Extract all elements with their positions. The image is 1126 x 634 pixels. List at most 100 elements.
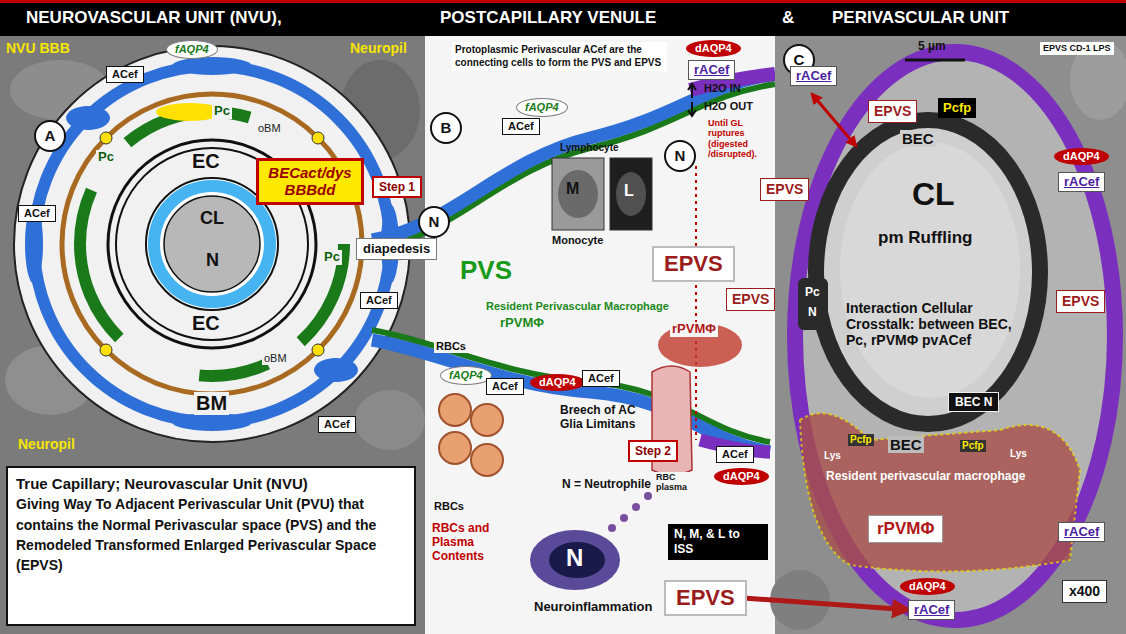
node-text: EPVS [676, 585, 735, 611]
aquaporin-oval: dAQP4 [900, 578, 955, 595]
endothelium-label: EC [192, 312, 220, 335]
node-text: BEC N [955, 395, 992, 409]
node-text: ACef [508, 120, 534, 133]
node-text: dAQP4 [539, 376, 576, 389]
node-text: ACef [492, 380, 518, 393]
cell-label: Pc [805, 286, 820, 300]
node-text: A [36, 122, 64, 150]
endfeet-box: rACef [1058, 172, 1105, 192]
endfeet-box: rACef [688, 60, 735, 80]
cell-label: L [624, 182, 634, 200]
panel-heading: NEUROVASCULAR UNIT (NVU), [26, 8, 282, 28]
panel-heading: PERIVASCULAR UNIT [832, 8, 1009, 28]
space-box: EPVS [1056, 290, 1105, 313]
aquaporin-oval: fAQP4 [166, 40, 218, 59]
note-text: N = Neutrophile [560, 478, 653, 492]
node-text: EPVS [664, 251, 723, 277]
cell-label: N [206, 250, 219, 271]
flow-arrow [747, 598, 908, 610]
node-text: rACef [1064, 174, 1099, 190]
node-text: Giving Way To Adjacent Perivascular Unit… [16, 494, 406, 575]
aquaporin-oval: dAQP4 [686, 40, 741, 57]
note-box: Protoplasmic Perivascular ACef are the c… [452, 42, 667, 71]
node-text: diapedesis [363, 241, 430, 257]
panel-letter-circle: A [34, 120, 66, 152]
cell-label: N [566, 544, 583, 572]
node-text: rACef [694, 62, 729, 78]
space-label: PVS [460, 256, 512, 286]
node-text: Step 1 [379, 180, 415, 194]
region-label: Neuropil [350, 40, 407, 56]
note-text: RBC plasma [655, 472, 699, 493]
node-text: dAQP4 [1063, 150, 1100, 163]
note-text: Until GL ruptures (digested /disrupted). [708, 118, 770, 159]
node-text: N [420, 208, 448, 236]
cell-label: BEC [888, 436, 924, 453]
activation-box: BECact/dys BBBdd [256, 158, 364, 205]
panel-letter-circle: N [418, 206, 450, 238]
cell-label: rPVMΦ [670, 322, 718, 337]
endfeet-box: ACef [106, 66, 144, 83]
cell-label: Lymphocyte [560, 142, 619, 154]
endfeet-box: ACef [582, 370, 620, 387]
endfeet-box: ACef [486, 378, 524, 395]
caption-box: True Capillary; Neurovascular Unit (NVU)… [6, 466, 416, 626]
node-text: N, M, & L to ISS [674, 527, 762, 557]
space-box: EPVS [726, 288, 775, 311]
note-text: RBCs and Plasma Contents [432, 522, 522, 563]
node-text: x400 [1069, 583, 1100, 600]
pericyte-label: Pc [212, 104, 232, 119]
node-text: dAQP4 [909, 580, 946, 593]
node-text: EPVS CD-1 LPS [1043, 43, 1111, 54]
organelle-label: Lys [1010, 448, 1027, 460]
pericyte-label: Pc [96, 150, 116, 165]
nucleus-box: BEC N [948, 392, 999, 412]
aquaporin-oval: fAQP4 [440, 366, 492, 385]
aquaporin-oval: dAQP4 [530, 374, 585, 391]
node-text: ACef [324, 418, 350, 431]
aquaporin-oval: dAQP4 [1054, 148, 1109, 165]
process-label: Pcfp [960, 440, 986, 452]
node-text: rACef [796, 68, 831, 84]
macrophage-box: rPVMΦ [868, 515, 943, 543]
endothelium-label: EC [192, 150, 220, 173]
process-label: Pcfp [848, 434, 874, 446]
note-text: Breech of AC Glia Limitans [560, 404, 660, 432]
node-text: True Capillary; Neurovascular Unit (NVU) [16, 474, 406, 494]
node-text: rACef [1064, 524, 1099, 540]
region-label: Neuropil [18, 436, 75, 452]
sample-box: EPVS CD-1 LPS [1040, 42, 1114, 55]
endfeet-box: ACef [502, 118, 540, 135]
water-flow-label: H2O OUT [704, 100, 753, 113]
pericyte-label: Pc [322, 250, 342, 265]
cell-label: N [808, 306, 817, 320]
panel-letter-circle: B [430, 112, 462, 144]
cell-label: BEC [900, 130, 936, 147]
node-text: rACef [914, 602, 949, 618]
endfeet-box: rACef [1058, 522, 1105, 542]
process-box: diapedesis [356, 238, 437, 260]
region-label: NVU BBB [6, 40, 70, 56]
node-text: EPVS [766, 181, 803, 198]
cell-label: M [566, 180, 579, 198]
node-text: ACef [366, 294, 392, 307]
node-text: BECact/dys BBBdd [264, 164, 356, 199]
space-box: EPVS [760, 178, 809, 201]
step-box: Step 1 [372, 176, 422, 198]
node-text: fAQP4 [525, 101, 559, 114]
node-text: EPVS [1062, 293, 1099, 310]
magnification-box: x400 [1062, 580, 1107, 603]
panel-letter-circle: N [664, 140, 696, 172]
endfeet-box: rACef [908, 600, 955, 620]
panel-heading: POSTCAPILLARY VENULE [440, 8, 656, 28]
node-text: rPVMΦ [877, 519, 934, 539]
cell-label: RBCs [434, 500, 464, 513]
endfeet-box: ACef [18, 205, 56, 222]
node-text: B [432, 114, 460, 142]
cell-label: RBCs [434, 340, 468, 353]
node-text: ACef [722, 448, 748, 461]
space-box: EPVS [868, 100, 917, 123]
cell-label: Resident Perivascular Macrophage [486, 300, 669, 313]
node-text: Step 2 [635, 444, 671, 458]
